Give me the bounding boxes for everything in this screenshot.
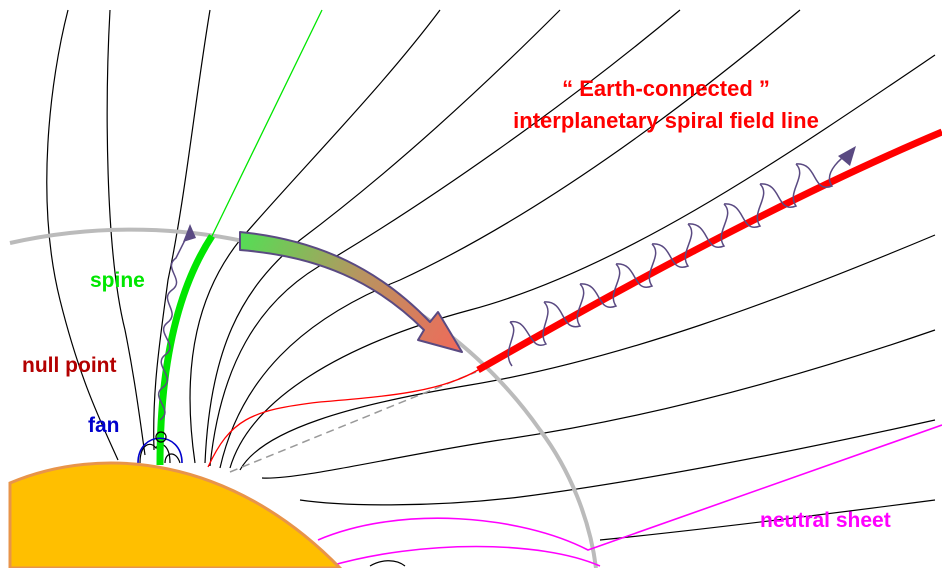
title-line-1: “ Earth-connected ”: [562, 76, 770, 101]
field-line: [299, 419, 936, 506]
field-lines: [46, 9, 936, 567]
sun: [8, 461, 343, 568]
field-loop: [139, 443, 171, 464]
field-line: [204, 9, 561, 464]
spiral-field-line: [476, 128, 942, 374]
spine-extension: [211, 9, 323, 237]
fan-label: fan: [88, 414, 120, 437]
spiral-wave-arrow: [507, 146, 856, 367]
neutral-sheet-line: [317, 424, 942, 551]
transfer-arrow-icon: [239, 231, 463, 353]
wave-arrowhead-icon: [838, 146, 856, 166]
field-line: [153, 9, 211, 451]
spine-line: [156, 234, 215, 466]
spine-label: spine: [90, 269, 145, 292]
spine-wave-arrow: [157, 224, 196, 421]
helical-wave-icon: [157, 229, 191, 421]
null-point-marker: [155, 431, 167, 443]
neutral-sheet-line: [329, 545, 601, 567]
neutral-sheet: [317, 424, 942, 567]
field-line: [229, 54, 936, 469]
field-line: [106, 9, 146, 456]
field-line: [261, 329, 936, 479]
field-line: [239, 234, 936, 471]
field-line: [209, 9, 681, 467]
title-line-2: interplanetary spiral field line: [513, 108, 819, 133]
field-line: [46, 9, 119, 461]
fan-loop: [137, 437, 183, 464]
neutral-sheet-label: neutral sheet: [760, 509, 891, 532]
null-point-label: null point: [22, 354, 116, 377]
field-line: [369, 560, 406, 567]
helical-wave-icon: [507, 149, 853, 367]
connecting-field-line: [207, 369, 479, 468]
radial-dashed-line: [229, 371, 477, 473]
field-loop: [164, 453, 181, 464]
field-line: [219, 9, 801, 469]
field-line: [599, 499, 936, 541]
wave-arrowhead-icon: [183, 224, 196, 242]
